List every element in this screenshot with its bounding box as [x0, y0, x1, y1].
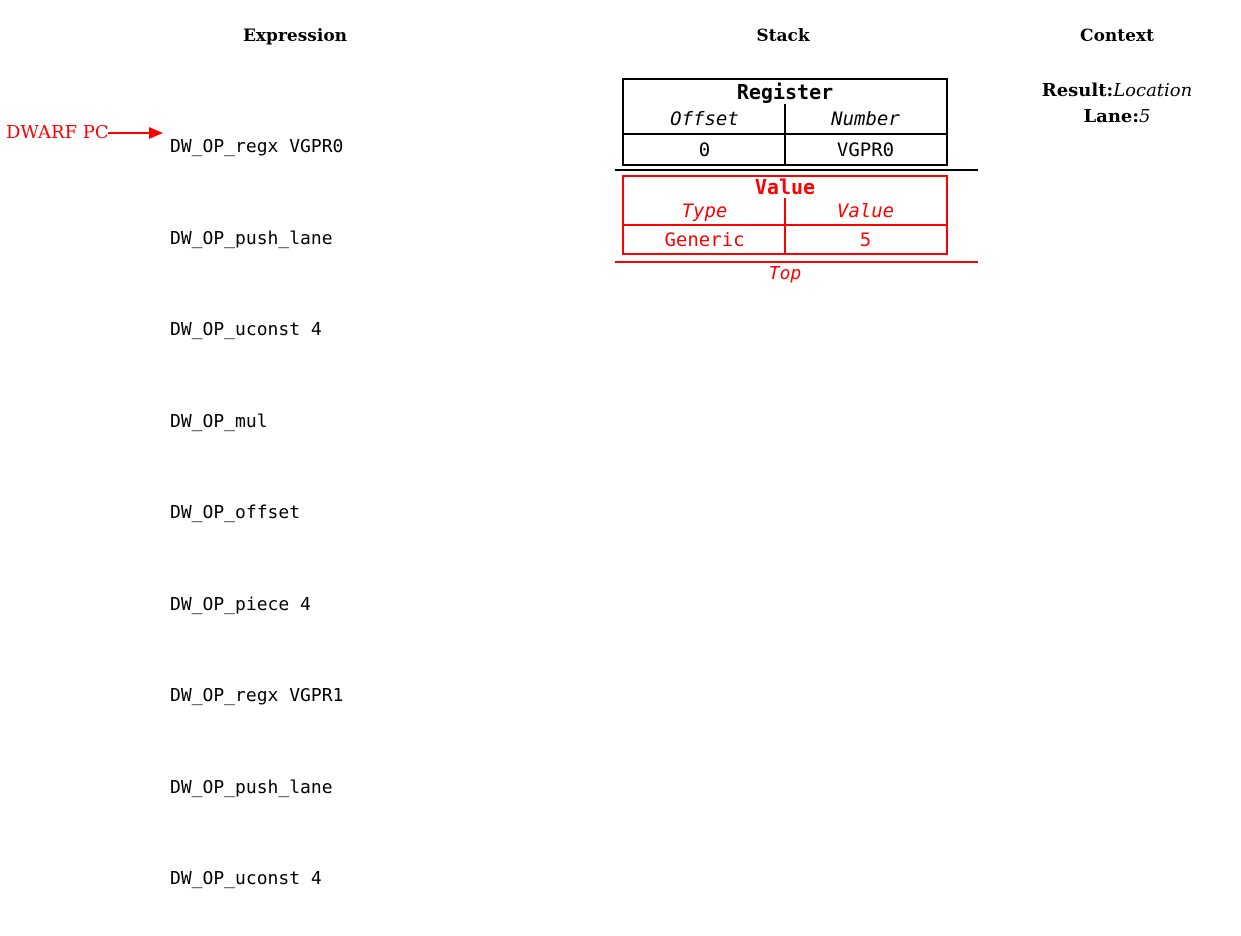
register-table-title: Register: [736, 80, 834, 104]
result-label: Result:: [1041, 80, 1114, 101]
register-number-column-header: Number: [831, 107, 900, 130]
context-column-header: Context: [1080, 26, 1154, 46]
register-offset-column-header: Offset: [670, 107, 739, 130]
expression-op: DW_OP_uconst 4: [170, 868, 322, 889]
value-entry-separator-line: [615, 261, 978, 263]
expression-op: DW_OP_piece 4: [170, 593, 311, 615]
context-lane-line: Lane:5: [967, 106, 1241, 127]
stack-column-header: Stack: [756, 26, 810, 46]
expression-op: DW_OP_push_lane: [170, 776, 333, 798]
result-value: Location: [1113, 80, 1193, 101]
register-number-value: VGPR0: [836, 138, 895, 161]
expression-op: DW_OP_regx VGPR0: [170, 136, 344, 157]
expression-column-header: Expression: [242, 26, 348, 46]
value-table-column-divider: [784, 198, 786, 253]
value-type-column-header: Type: [681, 200, 728, 222]
register-offset-value: 0: [698, 138, 711, 161]
lane-label: Lane:: [1083, 106, 1140, 127]
stack-top-label: Top: [768, 263, 802, 284]
value-value-value: 5: [859, 228, 872, 251]
expression-op: DW_OP_regx VGPR1: [170, 685, 344, 706]
value-type-value: Generic: [664, 228, 745, 251]
expression-op: DW_OP_offset: [170, 502, 301, 523]
expression-op: DW_OP_uconst 4: [170, 319, 322, 340]
dwarf-pc-arrow-icon: [108, 127, 163, 139]
register-table-column-divider: [784, 104, 786, 164]
lane-value: 5: [1139, 106, 1151, 127]
context-result-line: Result:Location: [967, 80, 1241, 101]
dwarf-pc-label: DWARF PC: [6, 122, 109, 143]
expression-op: DW_OP_push_lane: [170, 227, 333, 249]
expression-op: DW_OP_mul: [170, 410, 268, 432]
expression-op-list: DW_OP_regx VGPR0 DW_OP_push_lane DW_OP_u…: [170, 71, 343, 936]
stack-register-entry: Register Offset Number 0 VGPR0: [622, 78, 948, 166]
register-entry-separator-line: [615, 169, 978, 171]
stack-value-entry: Value Type Value Generic 5: [622, 175, 948, 255]
value-value-column-header: Value: [836, 200, 895, 222]
value-table-title: Value: [754, 175, 816, 199]
